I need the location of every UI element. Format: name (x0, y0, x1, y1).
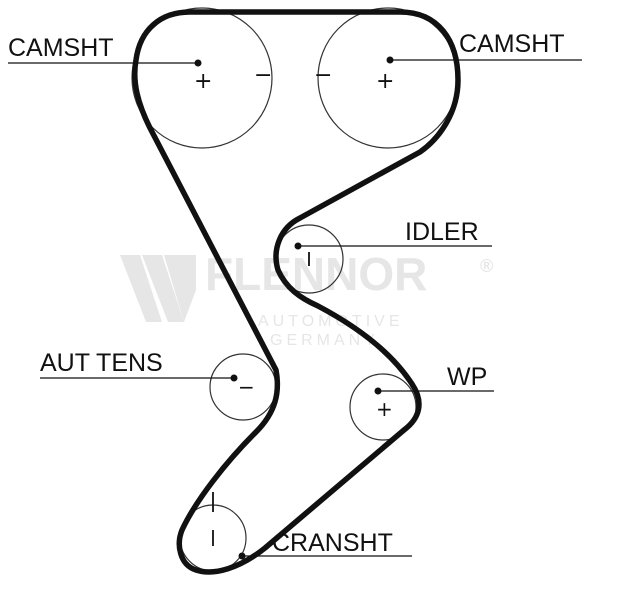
watermark-line2: GERMANY (270, 332, 379, 349)
water-pump-pulley (349, 373, 417, 441)
label-crankshaft: CRANSHT (272, 529, 393, 557)
watermark: FLENNOR ® AUTOMOTIVE GERMANY (120, 248, 493, 349)
camshaft-right-plus: + (376, 69, 394, 94)
auto-tensioner-minus: − (238, 375, 255, 399)
camshaft-left-minus: − (254, 63, 272, 88)
water-pump-plus: + (376, 397, 393, 421)
watermark-logo-icon (120, 255, 196, 322)
watermark-registered: ® (480, 256, 493, 276)
watermark-line1: AUTOMOTIVE (258, 313, 404, 330)
camshaft-right-minus: − (314, 63, 332, 88)
camshaft-left-plus: + (194, 69, 212, 94)
timing-belt (132, 9, 461, 575)
label-camshaft-right: CAMSHT (459, 30, 565, 58)
label-idler: IDLER (405, 218, 479, 246)
camshaft-left-pulley (131, 7, 273, 149)
label-auto-tensioner: AUT TENS (40, 349, 163, 377)
label-camshaft-left: CAMSHT (8, 34, 114, 62)
watermark-brand: FLENNOR (205, 248, 427, 300)
label-water-pump: WP (447, 363, 487, 391)
